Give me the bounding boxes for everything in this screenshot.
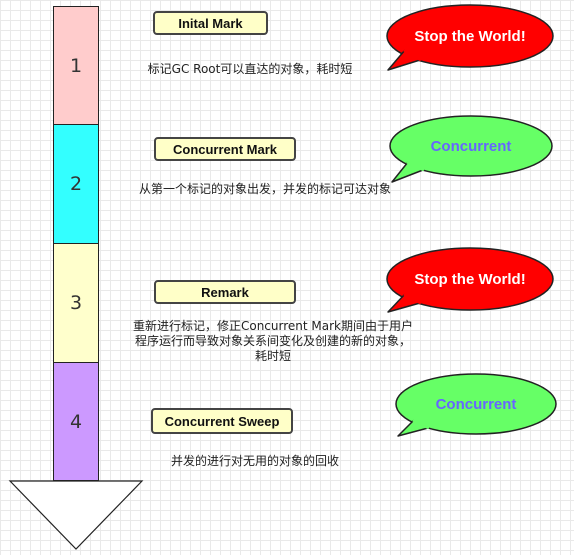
- callout-text-4: Concurrent: [435, 395, 517, 413]
- description-line: 耗时短: [254, 349, 291, 363]
- description-step-3: 重新进行标记，修正Concurrent Mark期间由于用户 程序运行而导致对象…: [116, 319, 430, 364]
- description-line: 从第一个标记的对象出发，并发的标记可达对象: [138, 182, 391, 196]
- callout-bubble-concurrent-4: [395, 373, 557, 437]
- description-step-4: 并发的进行对无用的对象的回收: [150, 454, 360, 469]
- step-number: 4: [69, 410, 83, 433]
- timeline-segment-3: 3: [53, 243, 99, 363]
- phase-box-concurrent-mark: Concurrent Mark: [154, 137, 296, 161]
- description-line: 并发的进行对无用的对象的回收: [170, 454, 339, 468]
- callout-bubble-stop-the-world-1: [386, 4, 554, 71]
- description-step-1: 标记GC Root可以直达的对象，耗时短: [120, 62, 380, 77]
- description-step-2: 从第一个标记的对象出发，并发的标记可达对象: [120, 182, 410, 197]
- callout-bubble-concurrent-2: [389, 115, 553, 183]
- timeline-segment-1: 1: [53, 6, 99, 125]
- description-line: 重新进行标记，修正Concurrent Mark期间由于用户: [132, 319, 414, 333]
- phase-box-remark: Remark: [154, 280, 296, 304]
- phase-box-initial-mark: Inital Mark: [153, 11, 268, 35]
- callout-bubble-stop-the-world-3: [386, 247, 554, 313]
- timeline-segment-2: 2: [53, 124, 99, 244]
- description-line: 程序运行而导致对象关系间变化及创建的新的对象，: [134, 334, 411, 348]
- step-number: 3: [69, 292, 83, 314]
- step-number: 2: [69, 173, 83, 195]
- timeline-arrow-head: [8, 480, 144, 550]
- callout-text-1: Stop the World!: [414, 27, 526, 45]
- description-line: 标记GC Root可以直达的对象，耗时短: [147, 62, 353, 76]
- callout-text-2: Concurrent: [430, 137, 512, 155]
- step-number: 1: [69, 54, 83, 77]
- callout-text-3: Stop the World!: [414, 270, 526, 288]
- phase-box-concurrent-sweep: Concurrent Sweep: [151, 408, 293, 434]
